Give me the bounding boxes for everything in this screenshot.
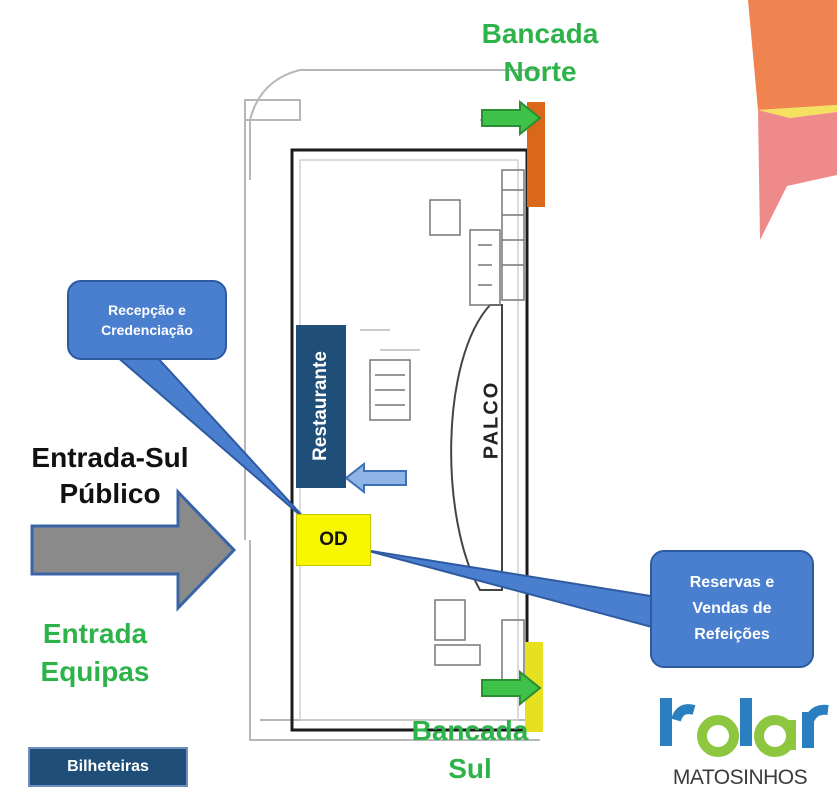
bancada-sul-line1: Bancada	[411, 715, 529, 746]
palco-label: PALCO	[480, 380, 503, 460]
callout-reservas: Reservas e Vendas de Refeições	[650, 550, 814, 668]
od-label: OD	[319, 529, 348, 550]
entrada-sul-label: Entrada-Sul Público	[10, 440, 210, 512]
entrada-arrow	[30, 488, 237, 612]
arrow-restaurante	[344, 462, 407, 494]
entrada-sul-line2: Público	[59, 478, 161, 509]
entrada-equipas-label: Entrada Equipas	[15, 615, 175, 691]
bancada-sul-label: Bancada Sul	[410, 712, 530, 788]
logo: MATOSINHOS	[650, 690, 835, 795]
entrada-equipas-line1: Entrada	[42, 618, 148, 649]
entrada-equipas-line2: Equipas	[40, 656, 150, 687]
bancada-sul-line2: Sul	[448, 753, 492, 784]
callout-rececao-line2: Credenciação	[101, 322, 193, 338]
callout-rececao-line1: Recepção e	[108, 302, 186, 318]
callout-reservas-line3: Refeições	[694, 626, 770, 643]
logo-text: MATOSINHOS	[672, 766, 808, 789]
bilheteiras-label: Bilheteiras	[67, 758, 149, 775]
restaurante-box: Restaurante	[296, 325, 346, 488]
od-box: OD	[296, 514, 371, 566]
entrada-sul-line1: Entrada-Sul	[31, 442, 189, 473]
restaurante-label: Restaurante	[310, 351, 331, 461]
callout-rececao: Recepção e Credenciação	[67, 280, 227, 360]
arrow-bancada-norte	[481, 100, 542, 136]
bancada-norte-line1: Bancada	[481, 18, 599, 49]
callout-reservas-line1: Reservas e	[689, 574, 775, 591]
bancada-norte-line2: Norte	[503, 56, 577, 87]
callout-reservas-line2: Vendas de	[692, 600, 772, 617]
logo-mark	[660, 698, 829, 757]
bancada-norte-label: Bancada Norte	[460, 15, 620, 91]
bilheteiras-box: Bilheteiras	[28, 747, 188, 787]
arrow-bancada-sul	[481, 670, 542, 706]
